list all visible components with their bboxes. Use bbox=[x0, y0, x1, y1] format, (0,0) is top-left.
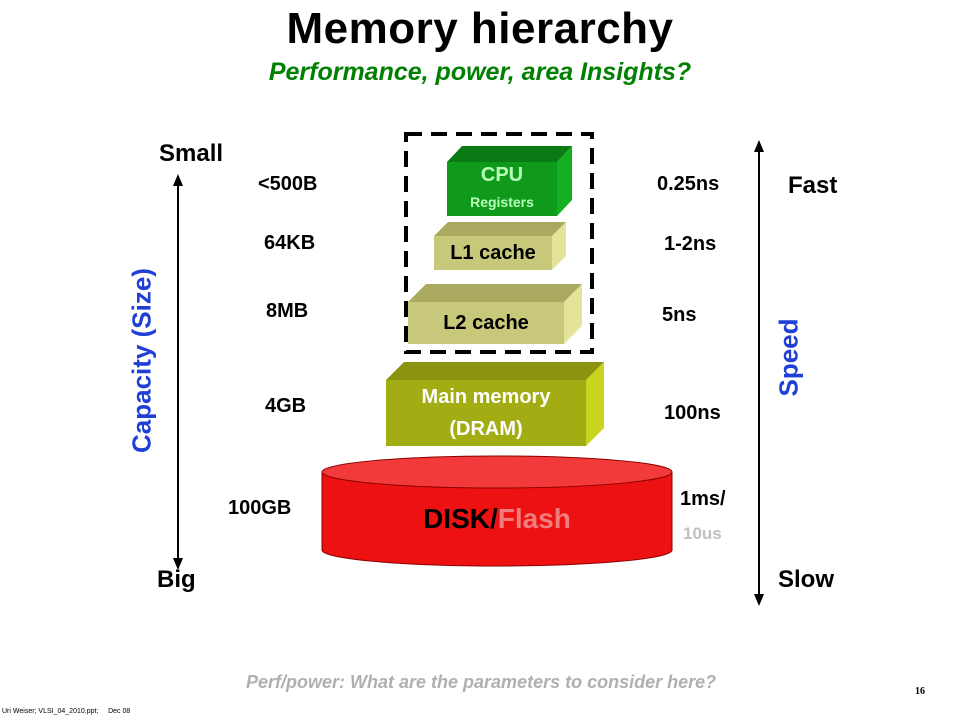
speed-axis-label: Speed bbox=[773, 318, 804, 397]
slide-title: Memory hierarchy bbox=[286, 4, 674, 53]
disk-cylinder bbox=[321, 455, 673, 567]
flash-latency: 10us bbox=[683, 524, 722, 543]
speed-slow-label: Slow bbox=[778, 566, 835, 593]
cpu-registers-label: Registers bbox=[470, 194, 534, 210]
cpu-size: <500B bbox=[258, 173, 318, 195]
capacity-big-label: Big bbox=[157, 566, 196, 593]
l1-size: 64KB bbox=[264, 232, 316, 254]
disk-flash-label: DISK/Flash bbox=[322, 503, 672, 535]
speed-fast-label: Fast bbox=[788, 172, 838, 199]
dram-size: 4GB bbox=[265, 395, 307, 417]
l2-latency: 5ns bbox=[662, 304, 697, 326]
main-memory-label: Main memory bbox=[421, 386, 551, 408]
l2-cache-label: L2 cache bbox=[443, 312, 529, 334]
cpu-registers-block bbox=[447, 146, 572, 216]
disk-latency: 1ms/ bbox=[680, 488, 726, 510]
main-memory-block bbox=[386, 362, 604, 446]
l2-cache-block bbox=[408, 284, 582, 344]
source-note: Uri Weiser; VLSI_04_2010.ppt; Dec 08 bbox=[2, 708, 131, 715]
flash-label: Flash bbox=[497, 503, 571, 534]
cpu-latency: 0.25ns bbox=[657, 173, 720, 195]
capacity-axis-label: Capacity (Size) bbox=[126, 268, 157, 453]
cpu-label: CPU bbox=[480, 164, 524, 186]
disk-size: 100GB bbox=[228, 497, 292, 519]
slide-subtitle: Performance, power, area Insights? bbox=[268, 58, 692, 86]
speed-arrow bbox=[754, 140, 764, 606]
page-number: 16 bbox=[915, 686, 925, 697]
footer-question: Perf/power: What are the parameters to c… bbox=[246, 672, 717, 692]
dram-label: (DRAM) bbox=[449, 418, 523, 440]
capacity-small-label: Small bbox=[159, 140, 224, 167]
l1-cache-label: L1 cache bbox=[450, 242, 536, 264]
l1-latency: 1-2ns bbox=[664, 233, 717, 255]
l2-size: 8MB bbox=[266, 300, 309, 322]
l1-cache-block bbox=[434, 222, 566, 270]
capacity-arrow bbox=[173, 174, 183, 570]
dram-latency: 100ns bbox=[664, 402, 721, 424]
disk-label: DISK/ bbox=[423, 503, 498, 534]
